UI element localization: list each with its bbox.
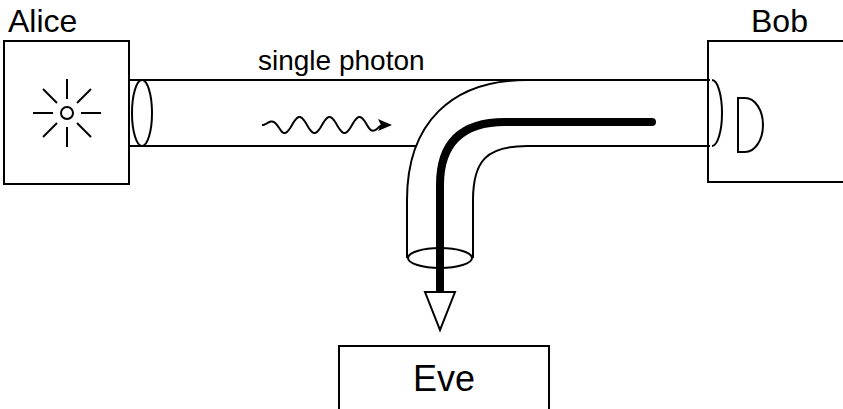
- party-box: Alice: [3, 40, 130, 185]
- party-box: Bob: [707, 40, 843, 183]
- photon-wave: [262, 117, 392, 133]
- diverted-path-arrow: [425, 122, 652, 330]
- tube-end: [712, 80, 722, 146]
- bob-detector: [738, 98, 763, 152]
- tube-end: [132, 80, 152, 146]
- caption-label: single photon: [258, 46, 425, 77]
- node-heading: Bob: [751, 4, 808, 39]
- eavesdropper-box: Eve: [338, 345, 550, 409]
- node-heading: Alice: [8, 4, 77, 39]
- node-label: Eve: [340, 347, 548, 399]
- alice-light-source: [33, 79, 101, 147]
